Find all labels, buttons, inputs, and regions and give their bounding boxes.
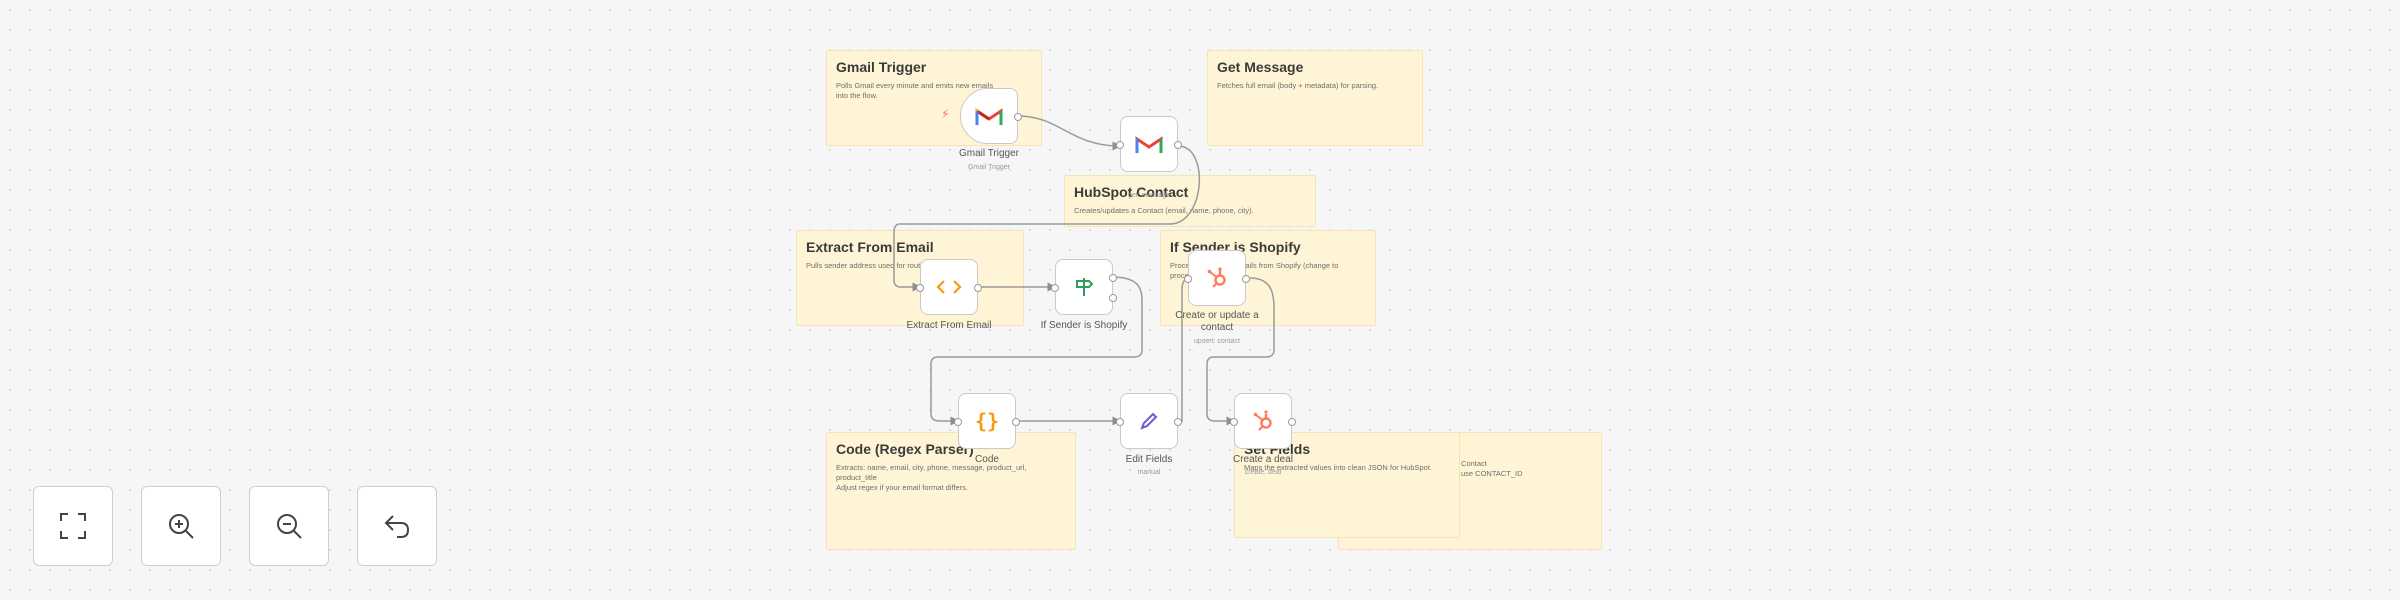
sticky-title: Get Message <box>1217 59 1304 75</box>
node-code[interactable]: {} <box>954 393 1020 449</box>
input-port[interactable] <box>954 418 962 426</box>
sticky-body: Maps the extracted values into clean JSO… <box>1244 463 1433 472</box>
trigger-bolt-icon: ⚡ <box>941 107 950 121</box>
code-brackets-icon <box>936 280 962 294</box>
input-port[interactable] <box>1230 418 1238 426</box>
hubspot-icon <box>1253 410 1272 431</box>
input-port[interactable] <box>1116 141 1124 149</box>
node-create-update-contact[interactable] <box>1184 250 1250 306</box>
sticky-hubspot-contact[interactable]: HubSpot Contact Creates/updates a Contac… <box>1064 175 1316 227</box>
node-subtitle: upsert: contact <box>1194 338 1240 345</box>
fit-view-button[interactable] <box>33 486 113 566</box>
edge-if-to-code <box>930 276 1143 426</box>
sticky-get-message[interactable]: Get Message Fetches full email (body + m… <box>1207 50 1423 146</box>
zoom-in-button[interactable] <box>141 486 221 566</box>
code-braces-icon: {} <box>974 409 1000 433</box>
zoom-out-button[interactable] <box>249 486 329 566</box>
node-edit-fields[interactable] <box>1116 393 1182 449</box>
sticky-title: HubSpot Contact <box>1074 184 1189 200</box>
node-extract-from-email[interactable] <box>916 259 982 315</box>
output-port[interactable] <box>1174 141 1182 149</box>
node-if-sender-is-shopify[interactable] <box>1051 259 1117 315</box>
signpost-icon <box>1076 278 1094 296</box>
input-port[interactable] <box>1051 284 1059 292</box>
false-output-port[interactable] <box>1109 294 1117 302</box>
sticky-body: Polls Gmail every minute and emits new e… <box>836 81 994 100</box>
pencil-icon <box>1140 412 1158 430</box>
node-label: Code <box>975 454 999 465</box>
input-port[interactable] <box>1184 275 1192 283</box>
zoom-in-icon <box>169 514 194 539</box>
output-port[interactable] <box>1012 418 1020 426</box>
node-subtitle: create: deal <box>1244 469 1282 476</box>
true-output-port[interactable] <box>1109 274 1117 282</box>
edge-get-message-to-extract <box>893 145 1201 292</box>
node-gmail-trigger[interactable]: ⚡ <box>941 88 1022 144</box>
undo-icon <box>384 515 410 538</box>
sticky-title: Gmail Trigger <box>836 59 927 75</box>
node-subtitle: get: message <box>1127 192 1171 199</box>
sticky-title: Extract From Email <box>806 239 934 255</box>
sticky-extract-from-email[interactable]: Extract From Email Pulls sender address … <box>796 230 1024 326</box>
node-label: Create a deal <box>1232 454 1294 465</box>
output-port[interactable] <box>1014 113 1022 121</box>
node-label: Gmail Trigger <box>958 148 1019 159</box>
node-get-message[interactable] <box>1116 116 1182 172</box>
zoom-out-icon <box>277 514 302 539</box>
sticky-code-regex-parser[interactable]: Code (Regex Parser) Extracts: name, emai… <box>826 432 1076 550</box>
undo-button[interactable] <box>357 486 437 566</box>
sticky-body: Contact use CONTACT_ID <box>1461 459 1523 478</box>
fit-view-icon <box>60 513 86 539</box>
input-port[interactable] <box>1116 418 1124 426</box>
node-label: Edit Fields <box>1125 454 1173 465</box>
node-subtitle: manual <box>1137 469 1161 476</box>
node-create-deal[interactable] <box>1230 393 1296 449</box>
edge-contact-to-deal <box>1206 277 1275 426</box>
sticky-body: Extracts: name, email, city, phone, mess… <box>836 463 1027 492</box>
edge-gmail-trigger-to-get-message <box>1017 115 1122 151</box>
gmail-icon <box>975 108 1003 125</box>
node-label: Create or update a contact <box>1175 310 1259 333</box>
output-port[interactable] <box>1242 275 1250 283</box>
hubspot-icon <box>1207 267 1226 288</box>
output-port[interactable] <box>1174 418 1182 426</box>
node-subtitle: Gmail Trigger <box>967 164 1010 171</box>
node-label: Extract From Email <box>906 320 992 331</box>
sticky-title: Code (Regex Parser) <box>836 441 974 457</box>
sticky-body: Fetches full email (body + metadata) for… <box>1217 81 1379 90</box>
node-label: If Sender is Shopify <box>1040 320 1128 331</box>
input-port[interactable] <box>916 284 924 292</box>
sticky-set-fields[interactable]: Set Fields Maps the extracted values int… <box>1234 432 1460 538</box>
gmail-icon <box>1135 136 1163 153</box>
sticky-body: Creates/updates a Contact (email, name, … <box>1074 206 1254 215</box>
output-port[interactable] <box>1288 418 1296 426</box>
output-port[interactable] <box>974 284 982 292</box>
